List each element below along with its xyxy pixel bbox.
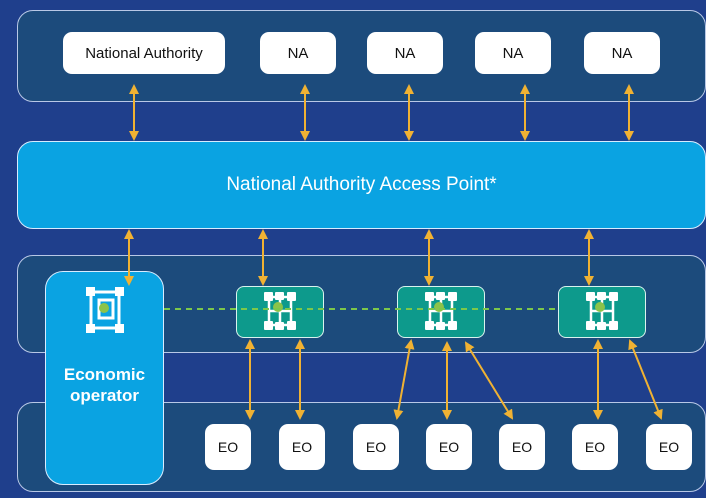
eo-box: EO: [572, 424, 618, 470]
economic-operator-label-line2: operator: [70, 386, 139, 405]
blockchain-node-icon: [586, 292, 618, 330]
operator-node-icon: [86, 287, 124, 333]
access-point: National Authority Access Point*: [17, 141, 706, 229]
eo-box: EO: [353, 424, 399, 470]
na-label: NA: [611, 44, 633, 62]
arrow-node-eo: [628, 339, 663, 420]
na-label: National Authority: [85, 44, 203, 62]
eo-label: EO: [365, 439, 387, 455]
na-box: NA: [260, 32, 336, 74]
na-label: NA: [287, 44, 309, 62]
blockchain-node-icon: [425, 292, 457, 330]
network-node: [558, 286, 646, 338]
eo-label: EO: [438, 439, 460, 455]
eo-box: EO: [426, 424, 472, 470]
eo-box: EO: [646, 424, 692, 470]
national-authority-box: National Authority: [63, 32, 225, 74]
na-label: NA: [502, 44, 524, 62]
na-box: NA: [367, 32, 443, 74]
eo-box: EO: [279, 424, 325, 470]
eo-label: EO: [511, 439, 533, 455]
arrow-node-eo: [464, 341, 514, 420]
access-point-label: National Authority Access Point*: [226, 174, 497, 195]
network-node: [397, 286, 485, 338]
arrow-node-eo: [393, 339, 415, 420]
eo-box: EO: [205, 424, 251, 470]
eo-label: EO: [584, 439, 606, 455]
eo-label: EO: [658, 439, 680, 455]
na-label: NA: [394, 44, 416, 62]
economic-operator-box: Economic operator: [45, 271, 164, 485]
na-box: NA: [475, 32, 551, 74]
eo-box: EO: [499, 424, 545, 470]
economic-operator-label-line1: Economic: [63, 365, 146, 384]
na-box: NA: [584, 32, 660, 74]
eo-label: EO: [217, 439, 239, 455]
eo-label: EO: [291, 439, 313, 455]
